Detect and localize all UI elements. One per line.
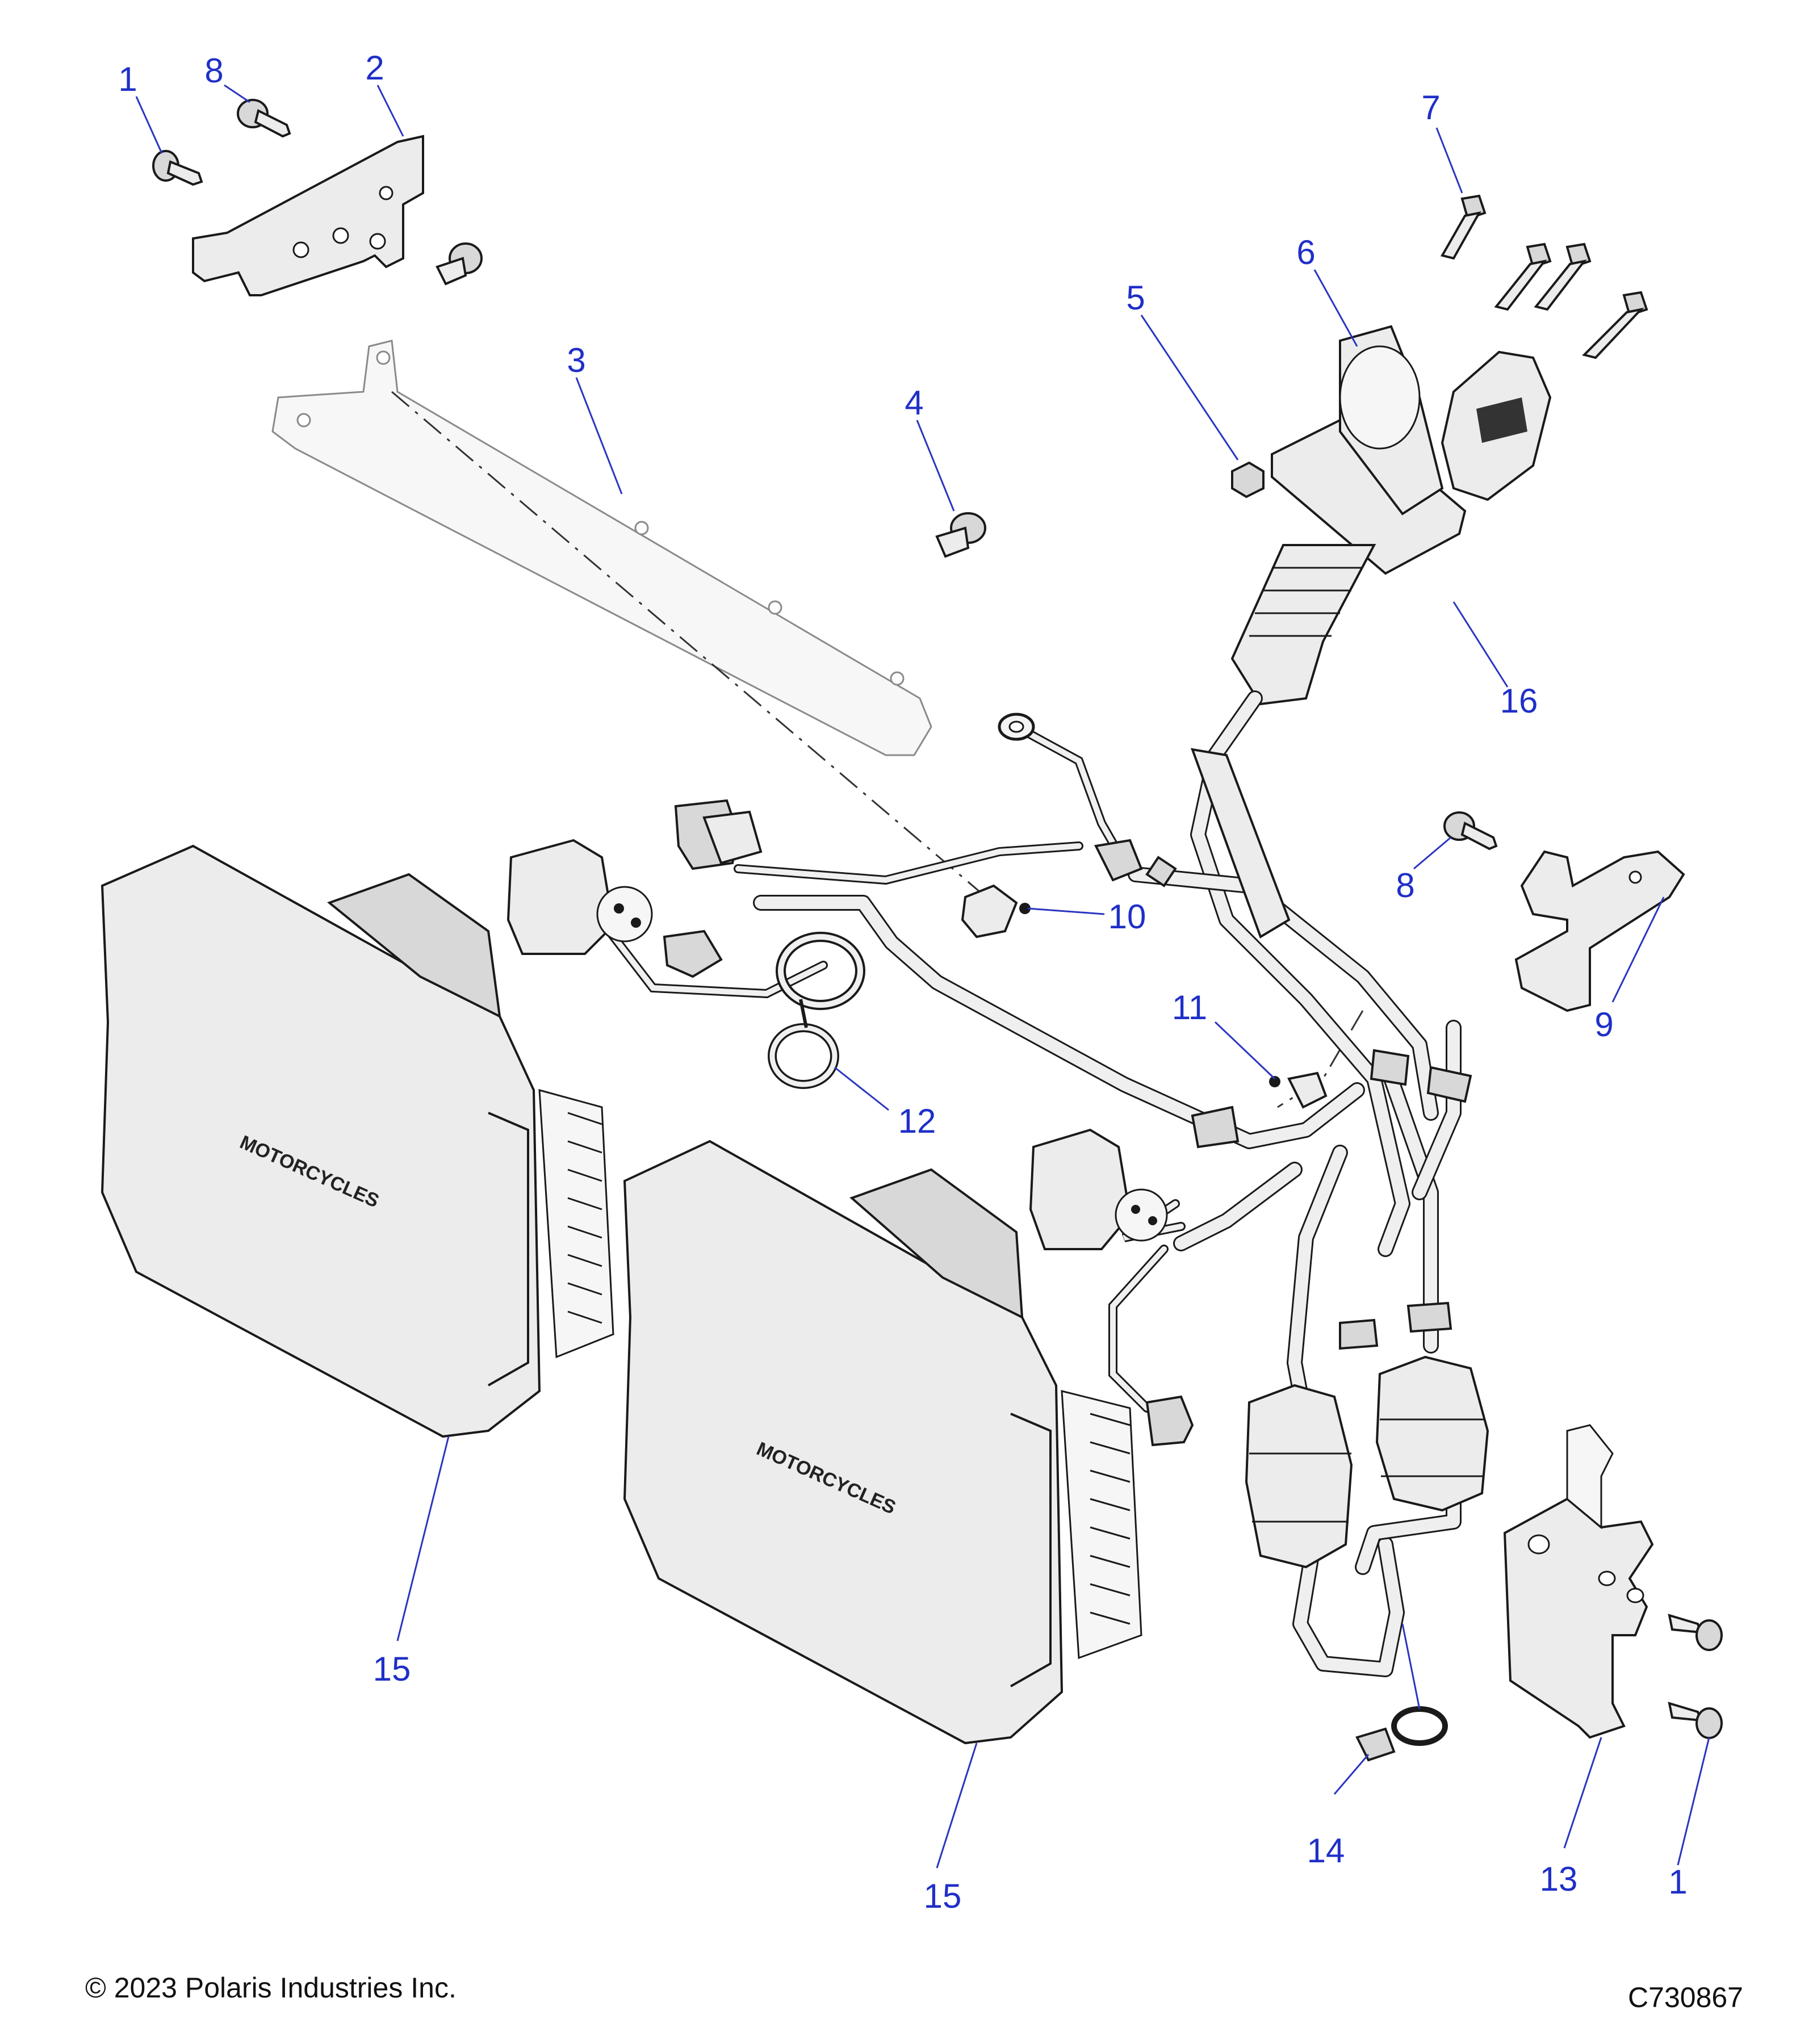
leader-lines (135, 84, 1710, 1869)
bolts-part-7 (1440, 194, 1648, 359)
callout-2: 2 (365, 49, 384, 87)
leader-4 (916, 420, 955, 512)
leader-8-top (224, 84, 250, 103)
callout-12: 12 (898, 1102, 936, 1140)
callout-labels: 1 8 2 3 4 5 6 7 16 8 9 10 11 12 15 15 13… (118, 49, 1687, 1915)
ring-terminal (998, 713, 1035, 741)
push-rivets-part-1-lower (1668, 1614, 1723, 1739)
drawing-number: C730867 (1628, 1982, 1743, 2013)
leader-14-up (1401, 1623, 1421, 1710)
leader-15-left (396, 1436, 450, 1641)
leader-2 (376, 85, 404, 137)
callout-8-top: 8 (204, 52, 223, 90)
leader-8-lower (1413, 836, 1451, 870)
control-module-part-15-left: MOTORCYCLES (101, 844, 614, 1438)
bracket-part-9 (1514, 850, 1685, 1012)
bolt-part-8-lower (1443, 811, 1498, 851)
leader-11 (1214, 1021, 1276, 1080)
connector-small-mid (1145, 1395, 1194, 1447)
connector-square-left (506, 839, 653, 955)
centerline-3 (391, 391, 1000, 910)
push-rivet-part-1-top (152, 150, 203, 186)
bracket-part-13 (1503, 1424, 1654, 1739)
callout-15-right: 15 (924, 1877, 962, 1915)
leader-14 (1333, 1754, 1370, 1795)
leader-7 (1435, 127, 1463, 194)
bolt-part-8-top (237, 99, 291, 138)
callout-3: 3 (567, 341, 585, 379)
leader-1-lower (1677, 1737, 1710, 1866)
boot-part-16 (1230, 544, 1376, 706)
nut-part-5 (1231, 461, 1265, 499)
bracket-part-3-ghost (271, 340, 932, 756)
callout-1-lower: 1 (1668, 1863, 1687, 1901)
connector-top-left (674, 799, 763, 870)
bolt-part-4 (935, 512, 986, 558)
callout-4: 4 (905, 384, 923, 422)
hose-clamp-part-14 (1355, 1706, 1448, 1762)
callout-11: 11 (1172, 989, 1207, 1027)
callout-7: 7 (1421, 89, 1440, 127)
callout-6: 6 (1296, 233, 1315, 271)
leader-10 (1027, 907, 1105, 915)
callout-10: 10 (1108, 898, 1146, 936)
bracket-part-2 (192, 135, 424, 296)
leader-15-right (936, 1743, 978, 1869)
leader-3 (575, 377, 623, 495)
charge-port-part-6 (1271, 325, 1552, 575)
control-module-part-15-right: MOTORCYCLES (623, 1140, 1142, 1745)
leader-13 (1563, 1737, 1602, 1849)
connector-large-left (1245, 1384, 1353, 1569)
callout-13: 13 (1540, 1860, 1578, 1898)
callout-5: 5 (1126, 279, 1145, 317)
clip-part-10 (961, 884, 1031, 939)
harness-clamps (1094, 839, 1472, 1350)
bolt-small-top (436, 242, 483, 286)
cable-tie-part-12 (768, 932, 865, 1089)
connector-mid (1029, 1128, 1168, 1250)
leader-9 (1611, 897, 1665, 1003)
leader-12 (834, 1066, 889, 1111)
callout-15-left: 15 (373, 1650, 411, 1688)
copyright-text: © 2023 Polaris Industries Inc. (85, 1972, 457, 2004)
callout-1-top: 1 (118, 60, 137, 98)
leader-1-top (135, 96, 163, 154)
clip-part-11 (1269, 1071, 1328, 1109)
connector-small-left (663, 929, 723, 978)
leader-5 (1140, 315, 1239, 460)
callout-8-lower: 8 (1396, 866, 1414, 904)
leader-6 (1313, 269, 1358, 347)
connector-large-right (1375, 1355, 1489, 1512)
leader-16 (1452, 601, 1509, 688)
callout-16: 16 (1500, 682, 1538, 720)
callout-9: 9 (1594, 1006, 1613, 1044)
loom-sleeve (1190, 748, 1291, 939)
callout-14: 14 (1307, 1832, 1345, 1870)
